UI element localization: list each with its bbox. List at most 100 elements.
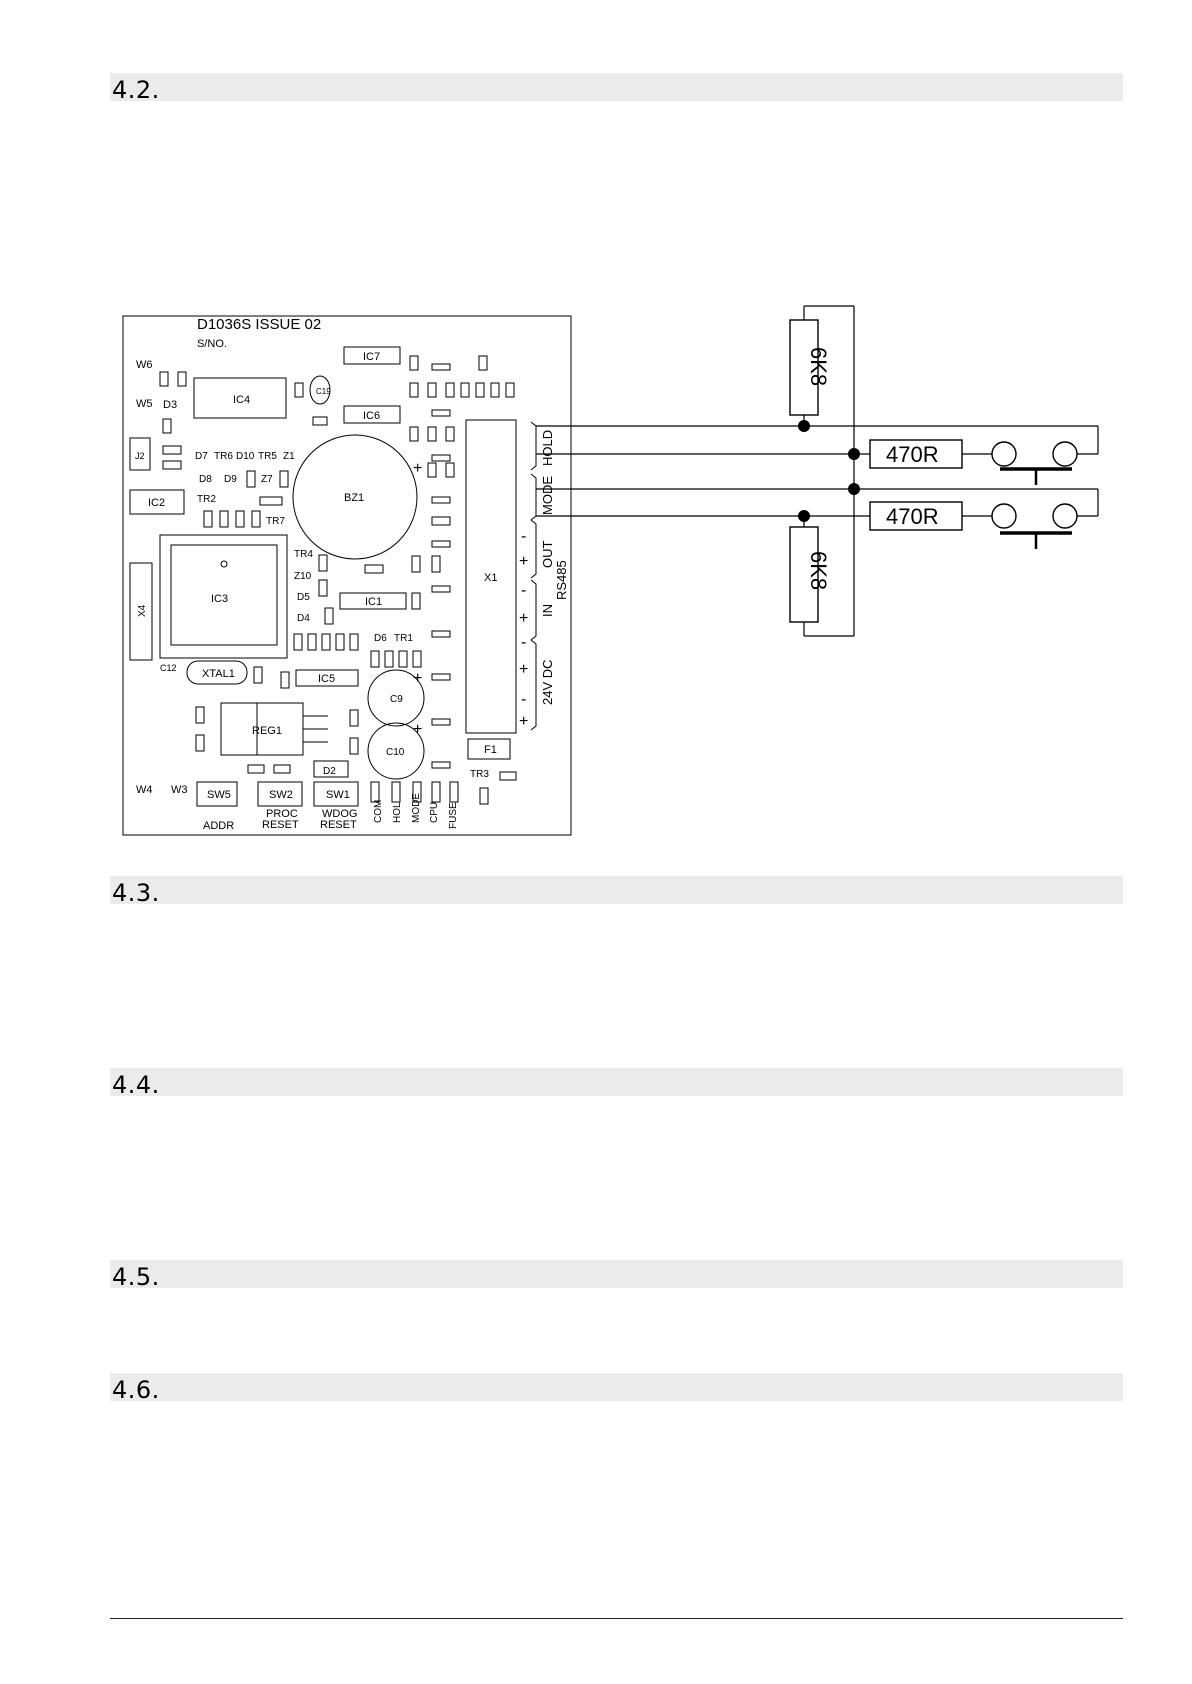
c19-label: C19 xyxy=(316,387,331,396)
proc-label: PROC xyxy=(266,808,298,820)
ic3-label: IC3 xyxy=(211,593,228,605)
z10-label: Z10 xyxy=(294,571,312,582)
z7-label: Z7 xyxy=(261,474,273,485)
wiring-diagram: D1036S ISSUE 02 S/NO. W6 W5 D3 IC4 IC7 I… xyxy=(122,305,1099,836)
c10-label: C10 xyxy=(386,747,405,758)
ic3-inner xyxy=(170,544,278,646)
svg-text:+: + xyxy=(519,610,528,627)
x1-label: X1 xyxy=(484,572,497,584)
d7-label: D7 xyxy=(195,451,208,462)
svg-text:+: + xyxy=(519,713,528,730)
cpu-led-label: CPU xyxy=(429,802,440,823)
svg-text:+: + xyxy=(413,460,422,477)
ic4-label: IC4 xyxy=(233,394,250,406)
mode-terminal-label: MODE xyxy=(540,476,555,515)
x4-body xyxy=(129,562,153,661)
sw2-body xyxy=(257,781,303,807)
f1-body xyxy=(467,738,511,760)
section-heading-4-3: 4.3. xyxy=(110,876,1123,907)
ic7-label: IC7 xyxy=(363,351,380,363)
w6-label: W6 xyxy=(136,359,153,371)
section-heading-4-5: 4.5. xyxy=(110,1260,1123,1291)
section-heading-4-6: 4.6. xyxy=(110,1373,1123,1404)
ic2-body xyxy=(129,489,185,515)
tr2-label: TR2 xyxy=(197,494,216,505)
dc-bracket xyxy=(530,639,537,731)
d8-label: D8 xyxy=(199,474,212,485)
c12-label: C12 xyxy=(160,663,177,673)
w3-label: W3 xyxy=(171,784,188,796)
com-led-label: COM xyxy=(373,800,384,823)
d2-label: D2 xyxy=(323,766,336,777)
proc-reset-label: RESET xyxy=(262,819,299,831)
d3-label: D3 xyxy=(163,399,177,411)
footer-rule xyxy=(110,1618,1123,1619)
d4-label: D4 xyxy=(297,613,310,624)
j2-label: J2 xyxy=(135,451,145,461)
ic6-body xyxy=(343,405,401,424)
serial-label: S/NO. xyxy=(197,338,227,350)
resistor-6k8-bottom-label: 6K8 xyxy=(806,551,831,590)
sw5-label: SW5 xyxy=(207,789,231,801)
ic3-pin1 xyxy=(220,560,228,568)
svg-text:-: - xyxy=(521,634,526,651)
reg1-label: REG1 xyxy=(252,725,282,737)
c9-label: C9 xyxy=(390,694,403,705)
tr7-label: TR7 xyxy=(266,516,285,527)
c19-body xyxy=(309,375,331,405)
section-number: 4.3. xyxy=(112,879,160,907)
sw5-body xyxy=(196,781,238,807)
sw2-label: SW2 xyxy=(269,789,293,801)
hold-terminal-label: HOLD xyxy=(540,430,555,466)
hold-switch-icon xyxy=(991,441,1078,485)
resistor-6k8-top-label: 6K8 xyxy=(806,347,831,386)
d10-label: D10 xyxy=(236,451,255,462)
mode-switch-icon xyxy=(991,503,1078,549)
mode-bracket xyxy=(530,473,537,521)
xtal1-body xyxy=(186,660,248,685)
svg-text:+: + xyxy=(413,721,422,738)
x4-label: X4 xyxy=(137,604,148,617)
external-wiring xyxy=(536,305,1099,637)
resistor-470r-mode-label: 470R xyxy=(886,504,939,529)
w5-label: W5 xyxy=(136,398,153,410)
mode-led-label: MODE xyxy=(411,793,422,823)
in-bracket xyxy=(530,579,537,641)
ic2-label: IC2 xyxy=(148,497,165,509)
polarity-marks: + + + + + + + - - - - xyxy=(413,460,528,738)
z1-label: Z1 xyxy=(283,451,295,462)
resistor-470r-hold-label: 470R xyxy=(886,442,939,467)
svg-text:+: + xyxy=(413,670,422,687)
svg-text:+: + xyxy=(519,661,528,678)
j2-body xyxy=(129,437,151,471)
dc24-terminal-label: 24V DC xyxy=(540,659,555,705)
svg-text:+: + xyxy=(519,553,528,570)
hold-bracket xyxy=(530,421,537,471)
out-terminal-label: OUT xyxy=(540,541,555,569)
bz1-label: BZ1 xyxy=(344,492,364,504)
ic5-body xyxy=(295,669,359,687)
wdog-reset-label: RESET xyxy=(320,819,357,831)
d9-label: D9 xyxy=(224,474,237,485)
smd-components xyxy=(159,355,517,805)
x1-body xyxy=(465,419,517,734)
resistor-470r-mode xyxy=(869,501,963,531)
ic1-body xyxy=(339,592,407,610)
tr3-label: TR3 xyxy=(470,769,489,780)
ic1-label: IC1 xyxy=(365,596,382,608)
f1-label: F1 xyxy=(484,744,497,756)
d2-body xyxy=(313,760,349,778)
sw1-body xyxy=(313,781,359,807)
in-terminal-label: IN xyxy=(540,604,555,617)
pcb-outline xyxy=(122,315,572,836)
out-bracket xyxy=(530,519,537,579)
section-number: 4.2. xyxy=(112,76,160,104)
section-number: 4.6. xyxy=(112,1376,160,1404)
section-number: 4.4. xyxy=(112,1071,160,1099)
c9-body xyxy=(367,669,425,727)
tr1-label: TR1 xyxy=(394,633,413,644)
section-number: 4.5. xyxy=(112,1263,160,1291)
svg-text:-: - xyxy=(521,528,526,545)
tr6-label: TR6 xyxy=(214,451,233,462)
ic4-body xyxy=(193,377,287,419)
